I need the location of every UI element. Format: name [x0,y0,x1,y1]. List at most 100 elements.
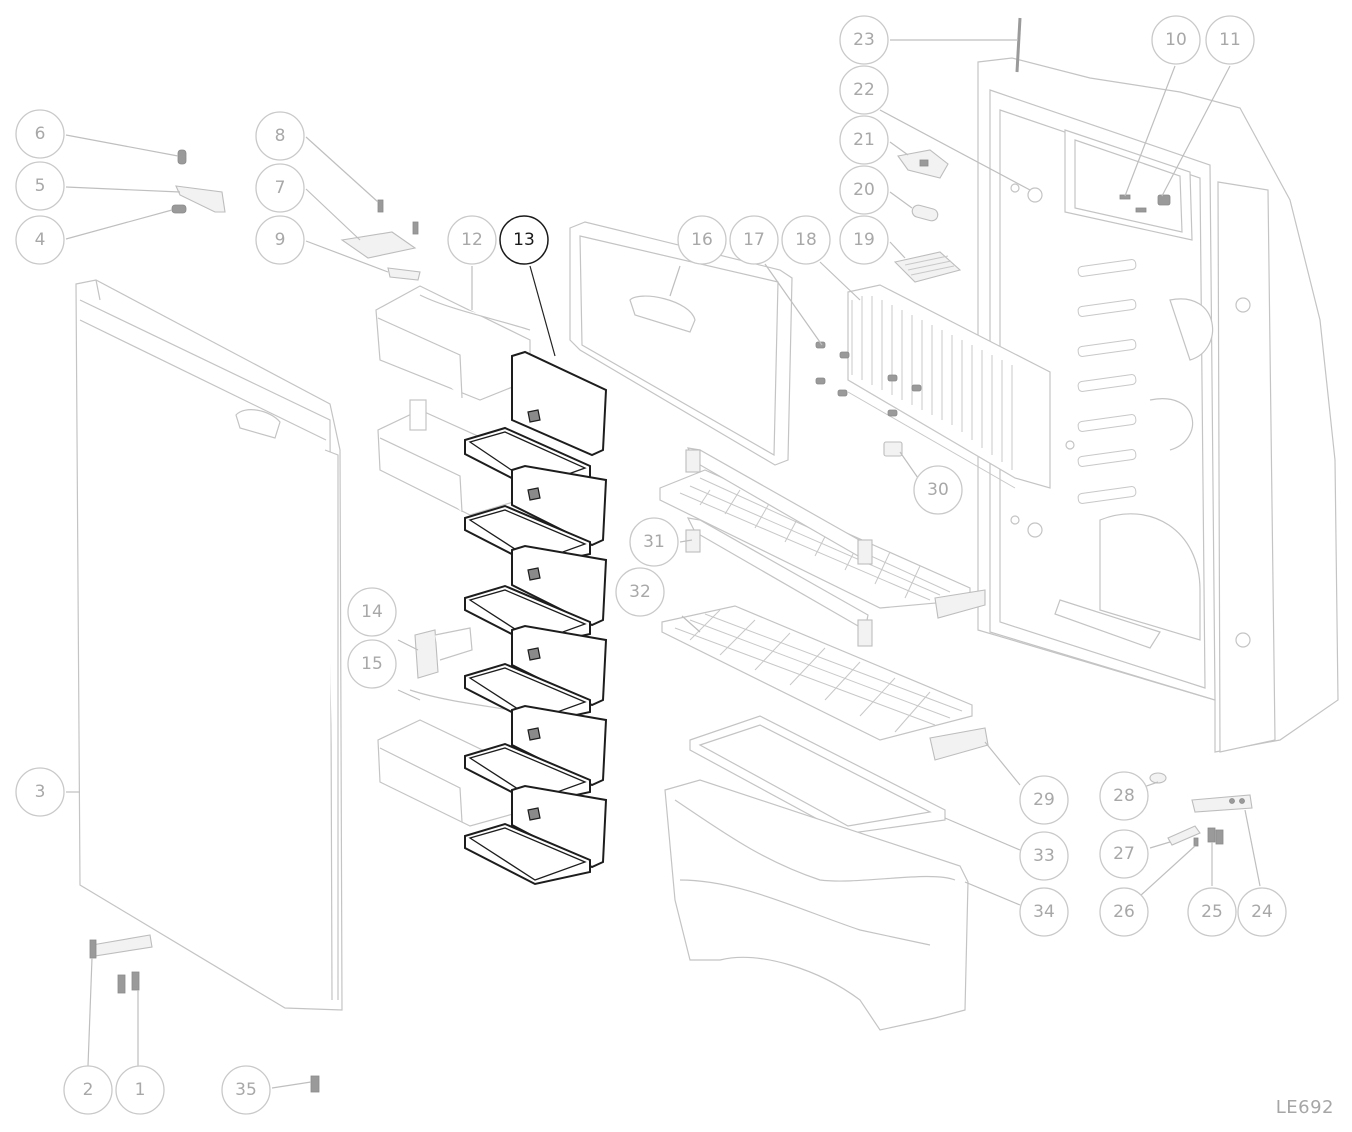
callout-34: 34 [1019,887,1069,937]
callout-5: 5 [15,161,65,211]
callout-35: 35 [221,1065,271,1115]
svg-text:24: 24 [1251,902,1273,922]
svg-text:22: 22 [853,80,875,100]
door [75,279,343,1011]
svg-text:32: 32 [629,582,651,602]
door-bin-lower [377,689,521,827]
cabinet-screws [1119,194,1171,213]
callout-24: 24 [1237,887,1287,937]
svg-text:26: 26 [1113,902,1135,922]
svg-text:4: 4 [35,230,46,250]
svg-text:17: 17 [743,230,765,250]
shelf-support-upper [934,589,986,619]
upper-hinge-parts [171,149,226,214]
svg-text:13: 13 [513,230,535,250]
svg-text:27: 27 [1113,844,1135,864]
callout-31: 31 [629,517,679,567]
callout-18: 18 [781,215,831,265]
hinge-screw [1193,837,1199,847]
svg-text:10: 10 [1165,30,1187,50]
svg-text:31: 31 [643,532,665,552]
door-shelf-tier-5 [464,704,608,806]
callout-21: 21 [839,115,889,165]
svg-text:23: 23 [853,30,875,50]
callout-10: 10 [1151,15,1201,65]
door-hinge-pins [117,971,140,994]
callout-17: 17 [729,215,779,265]
callout-32: 32 [615,567,665,617]
door-shelf-assembly-highlighted[interactable] [464,350,608,886]
top-hinge [1191,794,1253,813]
lower-wire-shelf [661,605,973,741]
svg-text:28: 28 [1113,786,1135,806]
callout-25: 25 [1187,887,1237,937]
crisper-cover [689,715,946,835]
door-shelf-tier-6 [464,784,608,886]
svg-text:8: 8 [275,126,286,146]
callout-26: 26 [1099,887,1149,937]
evaporator [847,284,1051,489]
svg-text:18: 18 [795,230,817,250]
callout-15: 15 [347,639,397,689]
door-bin-divider [414,627,473,679]
callout-29: 29 [1019,775,1069,825]
svg-text:15: 15 [361,654,383,674]
callout-28: 28 [1099,771,1149,821]
evaporator-screws [815,341,922,417]
callout-22: 22 [839,65,889,115]
shelf-rail [685,517,873,647]
hinge-cap [1149,772,1167,784]
callout-1: 1 [115,1065,165,1115]
svg-text:16: 16 [691,230,713,250]
svg-text:9: 9 [275,230,286,250]
svg-text:14: 14 [361,602,383,622]
drawing-code-label: LE692 [1275,1097,1334,1118]
callout-13[interactable]: 13 [499,215,549,265]
hinge-spacer [1167,825,1201,846]
callout-33: 33 [1019,831,1069,881]
svg-text:1: 1 [135,1080,146,1100]
callout-16: 16 [677,215,727,265]
svg-text:20: 20 [853,180,875,200]
callout-3: 3 [15,767,65,817]
shelf-support-lower [929,727,989,761]
svg-text:12: 12 [461,230,483,250]
svg-text:34: 34 [1033,902,1055,922]
leader-lines [65,39,1261,1089]
thermostat-bracket [897,149,949,179]
callout-8: 8 [255,111,305,161]
crisper-drawer [664,779,969,1031]
svg-text:29: 29 [1033,790,1055,810]
thermostat-probe [1015,17,1022,73]
callout-9: 9 [255,215,305,265]
thermostat-knob [911,204,939,222]
svg-text:3: 3 [35,782,46,802]
svg-text:25: 25 [1201,902,1223,922]
svg-text:35: 35 [235,1080,257,1100]
door-hinge-bottom [89,934,153,959]
door-shelf-tier-4 [464,624,608,726]
door-top-cover [340,199,421,281]
svg-text:6: 6 [35,124,46,144]
svg-text:5: 5 [35,176,46,196]
callout-19: 19 [839,215,889,265]
svg-text:11: 11 [1219,30,1241,50]
svg-text:21: 21 [853,130,875,150]
svg-text:19: 19 [853,230,875,250]
callout-23: 23 [839,15,889,65]
callout-30: 30 [913,465,963,515]
upper-wire-shelf [659,447,971,609]
clip [883,441,903,457]
callout-27: 27 [1099,829,1149,879]
callout-11: 11 [1205,15,1255,65]
svg-text:33: 33 [1033,846,1055,866]
cabinet-body [977,57,1339,753]
callout-14: 14 [347,587,397,637]
door-bin-middle [377,399,521,516]
callout-6: 6 [15,109,65,159]
lamp-cover [893,251,962,283]
callout-4: 4 [15,215,65,265]
callout-2: 2 [63,1065,113,1115]
svg-text:7: 7 [275,178,286,198]
